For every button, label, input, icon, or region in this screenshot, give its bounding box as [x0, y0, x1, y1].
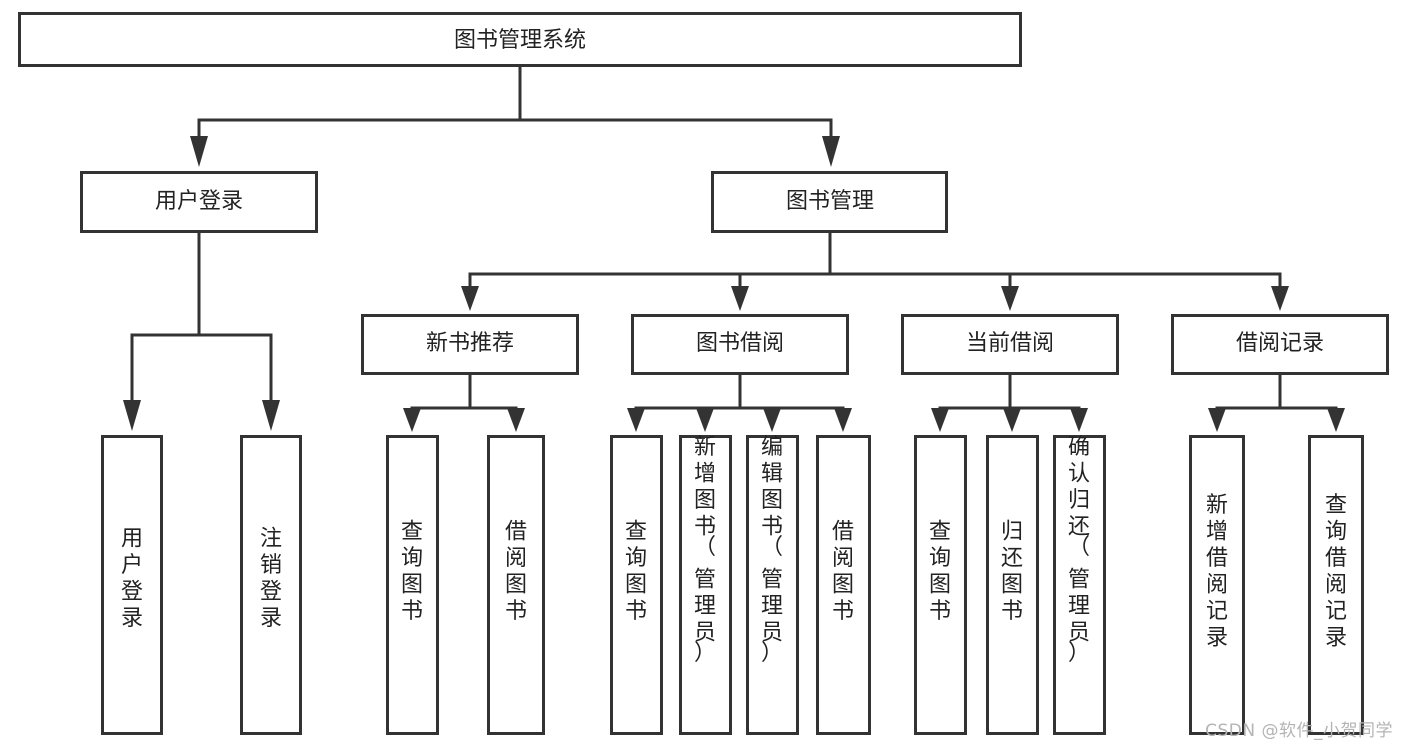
node-leaf-add-book-box	[679, 435, 732, 735]
node-borrow-record[interactable]: 借阅记录	[1171, 314, 1389, 375]
node-leaf-query-book-3[interactable]: 查询图书	[914, 435, 967, 735]
node-leaf-query-record-box	[1308, 435, 1364, 735]
arrow-head-leaf-query-book-1	[403, 408, 421, 432]
node-leaf-edit-book-label: 编辑图书（管理员）	[761, 435, 783, 666]
node-current-borrow-label: 当前借阅	[966, 331, 1054, 356]
node-leaf-query-book-3-label: 查询图书	[929, 519, 951, 624]
node-leaf-return-book-box	[986, 435, 1039, 735]
node-current-borrow[interactable]: 当前借阅	[901, 314, 1119, 375]
node-leaf-query-book-2-box	[610, 435, 663, 735]
arrow-head-current-borrow	[1001, 286, 1019, 311]
node-borrow-record-box	[1171, 314, 1389, 375]
node-leaf-borrow-book-2-box	[816, 435, 871, 735]
node-leaf-return-book-label: 归还图书	[1001, 519, 1023, 624]
node-leaf-confirm-return-box	[1053, 435, 1106, 735]
node-book-borrow[interactable]: 图书借阅	[631, 314, 849, 375]
arrow-head-borrow-record	[1271, 286, 1289, 311]
node-leaf-add-book[interactable]: 新增图书（管理员）	[679, 435, 732, 735]
node-leaf-add-book-label: 新增图书（管理员）	[694, 435, 716, 666]
node-book-mgmt[interactable]: 图书管理	[711, 171, 948, 233]
node-leaf-add-record[interactable]: 新增借阅记录	[1189, 435, 1245, 735]
node-current-borrow-box	[901, 314, 1119, 375]
arrow-head-leaf-borrow-book-2	[834, 408, 852, 432]
node-leaf-edit-book-box	[746, 435, 799, 735]
arrow-head-leaf-query-book-2	[627, 408, 645, 432]
node-leaf-borrow-book-2-label: 借阅图书	[832, 519, 854, 624]
node-leaf-query-record-label: 查询借阅记录	[1325, 493, 1347, 651]
arrow-head-leaf-confirm-return	[1070, 408, 1088, 432]
node-leaf-add-record-label: 新增借阅记录	[1206, 493, 1228, 651]
arrow-head-leaf-query-record	[1327, 408, 1345, 432]
connector-group	[123, 65, 1345, 432]
node-leaf-query-book-2[interactable]: 查询图书	[610, 435, 663, 735]
node-book-mgmt-label: 图书管理	[786, 189, 874, 214]
node-leaf-add-record-box	[1189, 435, 1245, 735]
arrow-head-book-borrow	[731, 286, 749, 311]
arrow-head-book-mgmt	[822, 136, 840, 167]
node-leaf-edit-book[interactable]: 编辑图书（管理员）	[746, 435, 799, 735]
arrow-head-leaf-add-record	[1208, 408, 1226, 432]
node-leaf-logout-box	[240, 435, 302, 735]
node-leaf-return-book[interactable]: 归还图书	[986, 435, 1039, 735]
node-root[interactable]: 图书管理系统	[18, 12, 1022, 67]
node-leaf-borrow-book-1[interactable]: 借阅图书	[487, 435, 545, 735]
arrow-head-user-login	[190, 136, 208, 167]
node-leaf-borrow-book-1-box	[487, 435, 545, 735]
node-leaf-query-book-2-label: 查询图书	[625, 519, 647, 624]
node-leaf-user-login-label: 用户登录	[121, 526, 143, 631]
node-new-book-rec-label: 新书推荐	[426, 331, 514, 356]
node-new-book-rec-box	[361, 314, 579, 375]
node-user-login-label: 用户登录	[155, 189, 243, 214]
node-leaf-borrow-book-2[interactable]: 借阅图书	[816, 435, 871, 735]
node-leaf-query-book-3-box	[914, 435, 967, 735]
node-leaf-confirm-return[interactable]: 确认归还（管理员）	[1053, 435, 1106, 735]
node-leaf-user-login-box	[101, 435, 163, 735]
node-new-book-rec[interactable]: 新书推荐	[361, 314, 579, 375]
arrow-head-leaf-borrow-book-1	[507, 408, 525, 432]
node-leaf-borrow-book-1-label: 借阅图书	[505, 519, 527, 624]
arrow-head-new-book-rec	[461, 286, 479, 311]
arrow-head-leaf-logout	[262, 400, 280, 431]
node-leaf-confirm-return-label: 确认归还（管理员）	[1068, 435, 1090, 666]
csdn-watermark: CSDN @软件_小贺同学	[1205, 721, 1393, 741]
node-leaf-query-book-1[interactable]: 查询图书	[386, 435, 439, 735]
node-root-box	[18, 12, 1022, 67]
node-user-login[interactable]: 用户登录	[80, 171, 318, 233]
node-leaf-logout[interactable]: 注销登录	[240, 435, 302, 735]
node-leaf-user-login[interactable]: 用户登录	[101, 435, 163, 735]
node-root-label: 图书管理系统	[454, 28, 586, 53]
node-borrow-record-label: 借阅记录	[1236, 331, 1324, 356]
arrow-head-leaf-edit-book	[763, 408, 781, 432]
node-leaf-query-record[interactable]: 查询借阅记录	[1308, 435, 1364, 735]
arrow-head-leaf-add-book	[696, 408, 714, 432]
arrow-head-leaf-user-login	[123, 400, 141, 431]
node-leaf-query-book-1-box	[386, 435, 439, 735]
node-book-mgmt-box	[711, 171, 948, 233]
node-user-login-box	[80, 171, 318, 233]
arrow-head-leaf-query-book-3	[931, 408, 949, 432]
node-leaf-query-book-1-label: 查询图书	[401, 519, 423, 624]
node-book-borrow-box	[631, 314, 849, 375]
node-leaf-logout-label: 注销登录	[260, 526, 282, 631]
arrow-head-leaf-return-book	[1003, 408, 1021, 432]
node-book-borrow-label: 图书借阅	[696, 331, 784, 356]
